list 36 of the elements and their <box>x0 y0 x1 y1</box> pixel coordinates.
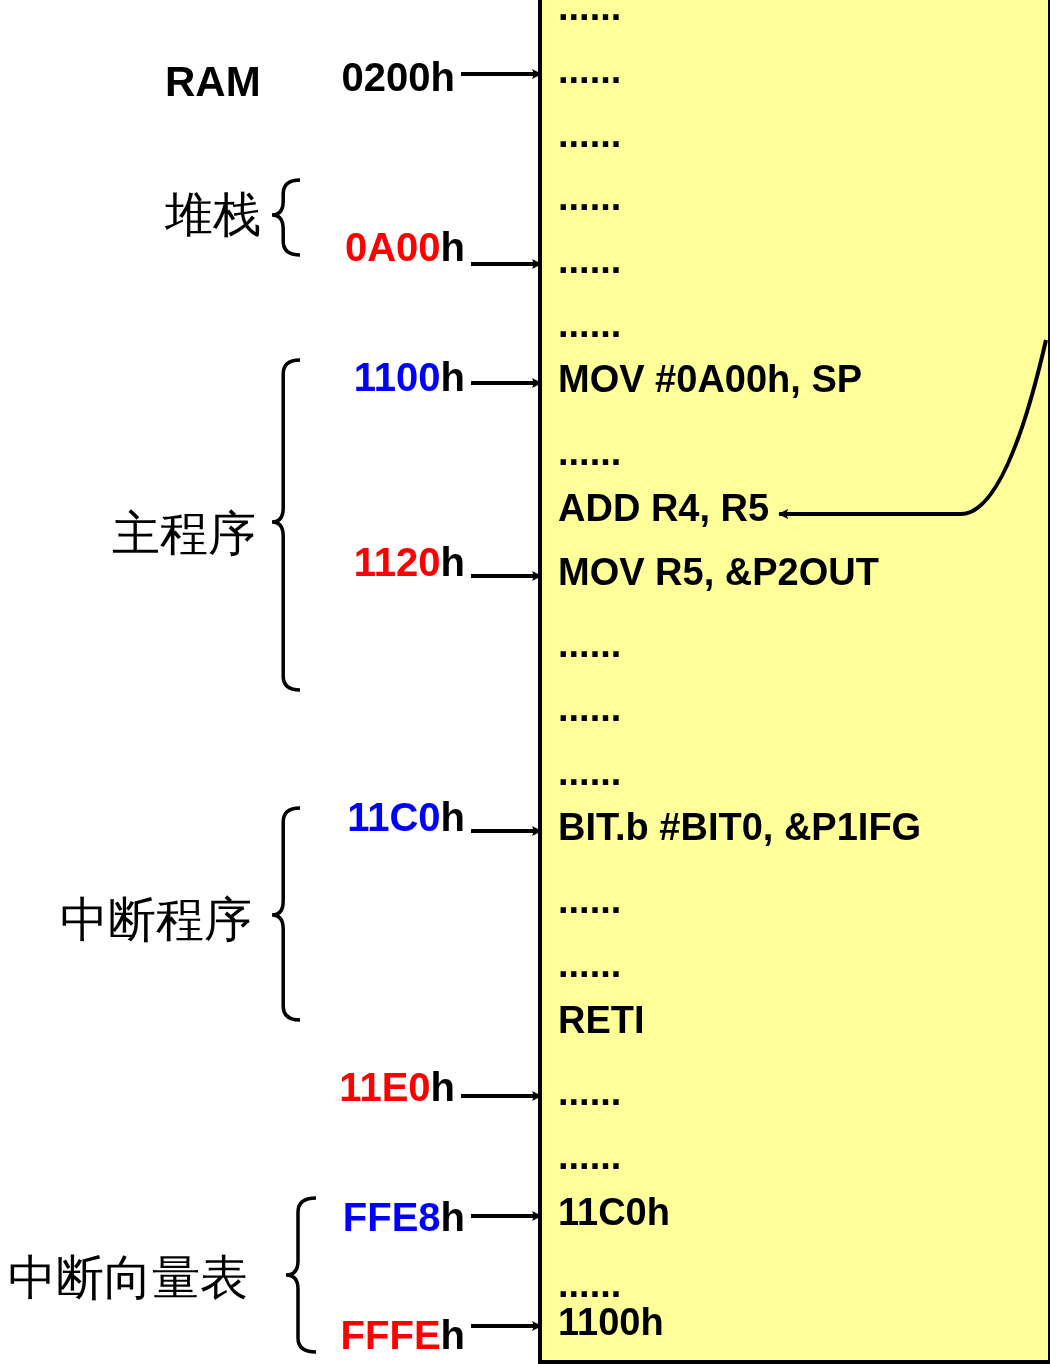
section-label: 主程序 <box>112 504 256 563</box>
memory-cell-text: ...... <box>542 303 626 353</box>
address-label: 0200h <box>341 55 455 105</box>
memory-cell-text: ...... <box>542 431 626 481</box>
address-label: FFE8h <box>342 1195 465 1245</box>
section-label: 中断程序 <box>60 890 252 949</box>
memory-cell-text: MOV R5, &P2OUT <box>542 551 883 601</box>
address-label: 1100h <box>353 355 465 405</box>
memory-cell-text: ...... <box>542 113 626 163</box>
address-label: FFFEh <box>340 1313 465 1363</box>
address-label: 1120h <box>353 540 465 590</box>
memory-cell-text: ...... <box>542 1135 626 1185</box>
memory-cell-text: ADD R4, R5 <box>542 487 774 537</box>
memory-cell-text: ...... <box>542 239 626 289</box>
memory-cell-text: ...... <box>542 176 626 226</box>
memory-cell-text: 1100h <box>542 1301 668 1351</box>
memory-cell-text: MOV #0A00h, SP <box>542 358 867 408</box>
address-label: 11C0h <box>347 795 465 845</box>
memory-block <box>538 0 1050 1364</box>
memory-label: RAM <box>165 58 261 106</box>
arrow <box>778 339 1048 519</box>
section-label: 堆栈 <box>165 185 261 244</box>
memory-cell-text: ...... <box>542 623 626 673</box>
memory-cell-text: RETI <box>542 999 649 1049</box>
address-label: 11E0h <box>339 1065 455 1115</box>
memory-cell-text: ...... <box>542 49 626 99</box>
address-label: 0A00h <box>344 225 465 275</box>
memory-cell-text: ...... <box>542 751 626 801</box>
memory-cell-text: ...... <box>542 1071 626 1121</box>
memory-cell-text: ...... <box>542 0 626 36</box>
memory-cell-text: ...... <box>542 879 626 929</box>
memory-cell-text: BIT.b #BIT0, &P1IFG <box>542 806 926 856</box>
memory-cell-text: ...... <box>542 687 626 737</box>
section-label: 中断向量表 <box>8 1248 248 1307</box>
memory-cell-text: 11C0h <box>542 1191 674 1241</box>
memory-cell-text: ...... <box>542 943 626 993</box>
